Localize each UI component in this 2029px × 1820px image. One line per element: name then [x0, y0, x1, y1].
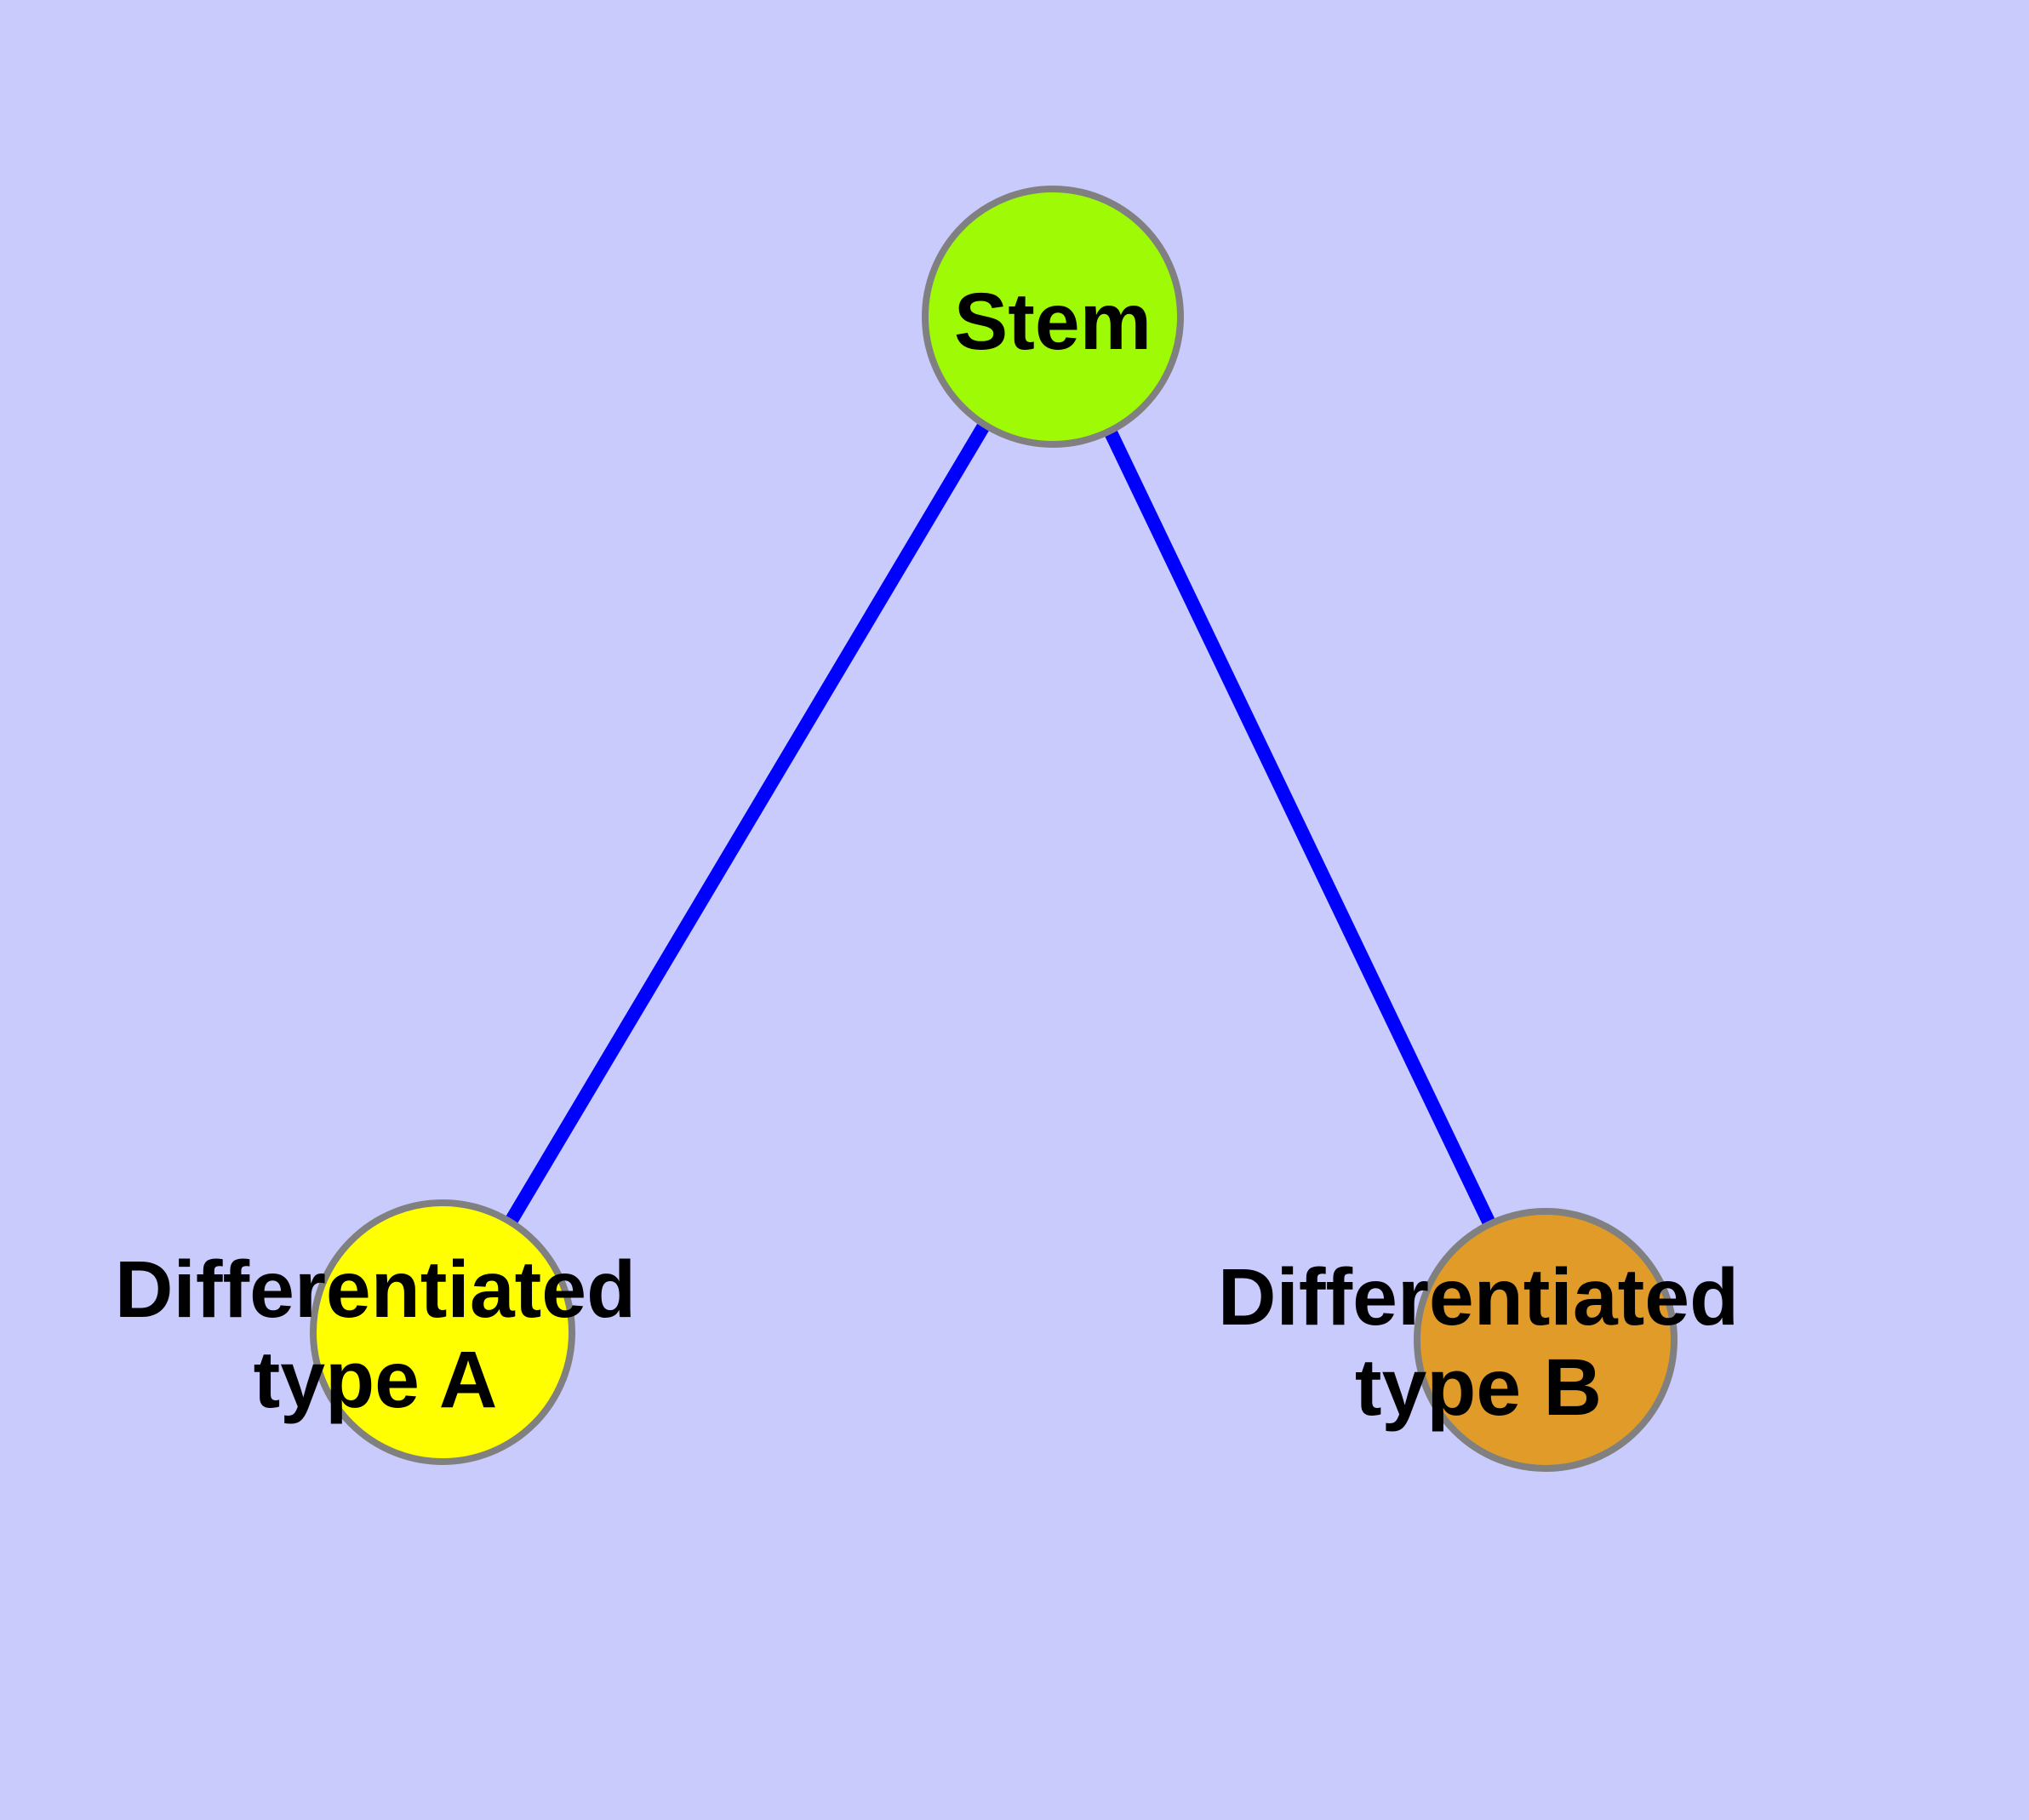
node-differentiated-b-label-line1: Differentiated — [1218, 1252, 1739, 1342]
node-layer — [310, 186, 1677, 1472]
node-differentiated-a-circle[interactable] — [310, 1199, 575, 1465]
edge-stem-to-differentiated-b[interactable] — [1104, 429, 1496, 1227]
edge-stem-to-differentiated-a[interactable] — [505, 423, 989, 1226]
node-differentiated-a-label-line1: Differentiated — [115, 1245, 636, 1335]
node-differentiated-b-label-line2: type B — [1355, 1342, 1602, 1433]
edge-layer — [505, 423, 1496, 1227]
label-layer: Stem Differentiated type A Differentiate… — [115, 277, 1739, 1433]
node-stem-label: Stem — [954, 277, 1152, 367]
node-differentiated-a-label-line2: type A — [254, 1335, 498, 1425]
node-stem-circle[interactable] — [922, 186, 1184, 448]
node-differentiated-b-circle[interactable] — [1414, 1208, 1677, 1472]
